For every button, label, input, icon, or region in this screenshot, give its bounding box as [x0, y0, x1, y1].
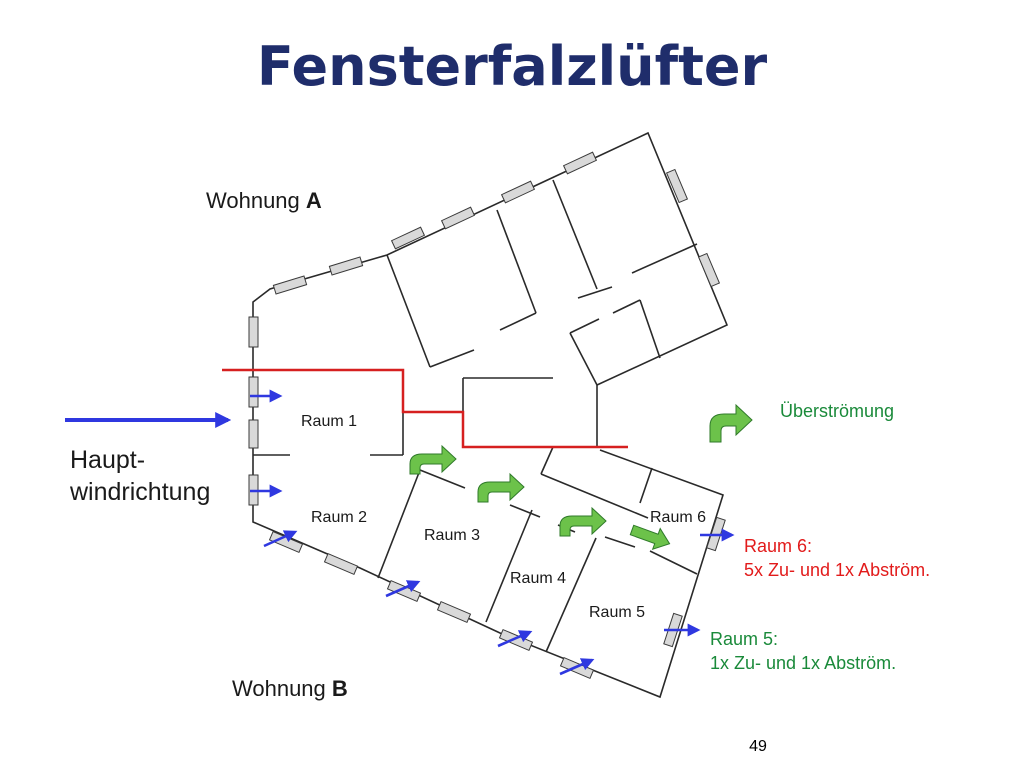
overflow-arrows — [409, 403, 753, 551]
room-label-raum2: Raum 2 — [311, 509, 367, 526]
window-vent-icon — [665, 168, 689, 204]
raum6-note-line2: 5x Zu- und 1x Abström. — [744, 560, 930, 580]
window-vent-icon — [436, 600, 472, 624]
interior-walls — [253, 179, 698, 653]
room-label-raum3: Raum 3 — [424, 527, 480, 544]
green-curved-arrow-icon — [477, 472, 525, 503]
apartment-a-label: Wohnung A — [206, 188, 322, 213]
green-curved-arrow-icon — [409, 444, 457, 475]
raum6-note-line1: Raum 6: — [744, 536, 812, 556]
window-vent-icon — [272, 275, 308, 295]
apartment-b-label: Wohnung B — [232, 676, 348, 701]
main-wind-label-line1: Haupt- — [70, 446, 145, 474]
window-vent-icon — [248, 316, 259, 348]
window-vent-icon — [248, 419, 259, 449]
main-wind-label-line2: windrichtung — [69, 478, 210, 506]
green-curved-arrow-icon — [559, 506, 607, 537]
window-vent-icon — [697, 252, 721, 288]
apartment-boundary-line — [222, 368, 628, 449]
window-vent-icon — [323, 552, 359, 576]
room-label-raum4: Raum 4 — [510, 570, 566, 587]
window-vent-icon — [390, 226, 426, 250]
raum5-note-line1: Raum 5: — [710, 629, 778, 649]
green-curved-arrow-icon — [709, 403, 753, 443]
window-vent-icon — [559, 656, 595, 680]
window-vent-icon — [440, 206, 476, 230]
room-label-raum1: Raum 1 — [301, 413, 357, 430]
window-vent-icon — [328, 256, 364, 276]
page-number: 49 — [749, 738, 767, 755]
blue-arrow-icon — [559, 658, 595, 676]
window-vent-icon — [498, 628, 534, 652]
airflow-arrows — [250, 389, 735, 676]
blue-arrow-icon — [497, 630, 533, 648]
green-straight-arrow-icon — [629, 524, 671, 551]
room-label-raum6: Raum 6 — [650, 509, 706, 526]
room-label-raum5: Raum 5 — [589, 604, 645, 621]
blue-arrow-icon — [385, 580, 421, 598]
window-vent-icon — [500, 180, 536, 204]
overflow-legend-label: Überströmung — [780, 401, 894, 421]
blue-arrow-icon — [263, 530, 298, 548]
window-vent-icon — [562, 151, 598, 175]
raum5-note-line2: 1x Zu- und 1x Abström. — [710, 653, 896, 673]
slide-title: Fensterfalzlüfter — [256, 35, 768, 98]
window-vent-icon — [248, 376, 259, 408]
